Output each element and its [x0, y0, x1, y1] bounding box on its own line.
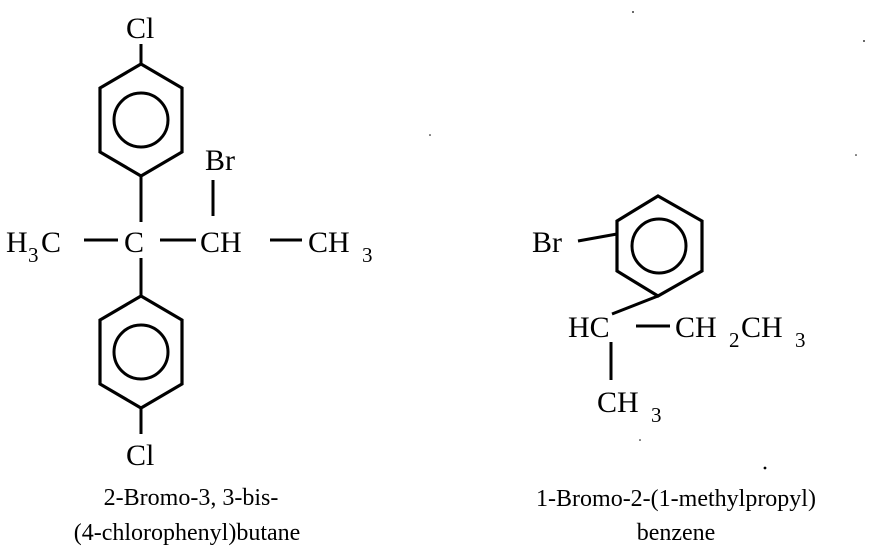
m2-ethyl-subscript-2: 2: [729, 328, 740, 352]
m2-ethyl-ch-2: CH: [741, 311, 783, 344]
m2-methyl-group: CH 3: [597, 386, 662, 427]
m2-ring-aromatic-circle: [630, 217, 688, 275]
m1-right-methyl-ch: CH: [308, 226, 350, 259]
m2-ethyl-group: CH 2 CH 3: [675, 311, 806, 352]
m1-left-methyl: H 3 C: [6, 226, 61, 267]
m1-bottom-benzene-ring: [98, 294, 184, 410]
m1-ch-carbon: CH: [200, 226, 242, 259]
m1-top-chlorine: Cl: [126, 12, 154, 45]
m2-ethyl-subscript-3: 3: [795, 328, 806, 352]
m2-ethyl-ch: CH: [675, 311, 717, 344]
m1-name-line-2: (4-chlorophenyl)butane: [74, 520, 301, 546]
m2-methyl-subscript: 3: [651, 403, 662, 427]
m1-quaternary-carbon: C: [124, 226, 144, 259]
m2-bromine: Br: [532, 226, 562, 259]
m2-bond-ring-hc: [611, 294, 659, 316]
m1-name-line-1: 2-Bromo-3, 3-bis-: [104, 485, 279, 511]
m1-bottom-chlorine: Cl: [126, 439, 154, 472]
m1-left-methyl-c: C: [41, 226, 61, 259]
m1-bottom-ring-aromatic-circle: [112, 323, 170, 381]
m2-name-line-2: benzene: [637, 520, 716, 546]
m2-methyl-ch: CH: [597, 386, 639, 419]
m1-left-methyl-h: H: [6, 226, 28, 259]
m1-top-ring-aromatic-circle: [112, 91, 170, 149]
m2-benzene-ring: [615, 194, 704, 298]
m1-top-benzene-ring: [98, 62, 184, 178]
m1-right-methyl: CH 3: [308, 226, 373, 267]
m2-name-line-1: 1-Bromo-2-(1-methylpropyl): [536, 486, 816, 512]
molecule-1-structure: Cl H 3 C C CH CH 3 Br Cl 2-Bromo-3, 3-bi: [6, 12, 373, 546]
molecule-2-structure: Br HC CH 2 CH 3 CH 3 1-Bromo-2-(1-methyl…: [532, 194, 816, 546]
m1-bromine: Br: [205, 144, 235, 177]
m2-bond-br-ring: [577, 232, 618, 243]
m2-hc-carbon: HC: [568, 311, 610, 344]
m1-left-methyl-subscript: 3: [28, 243, 39, 267]
scan-specks: [429, 11, 865, 470]
m1-right-methyl-subscript: 3: [362, 243, 373, 267]
